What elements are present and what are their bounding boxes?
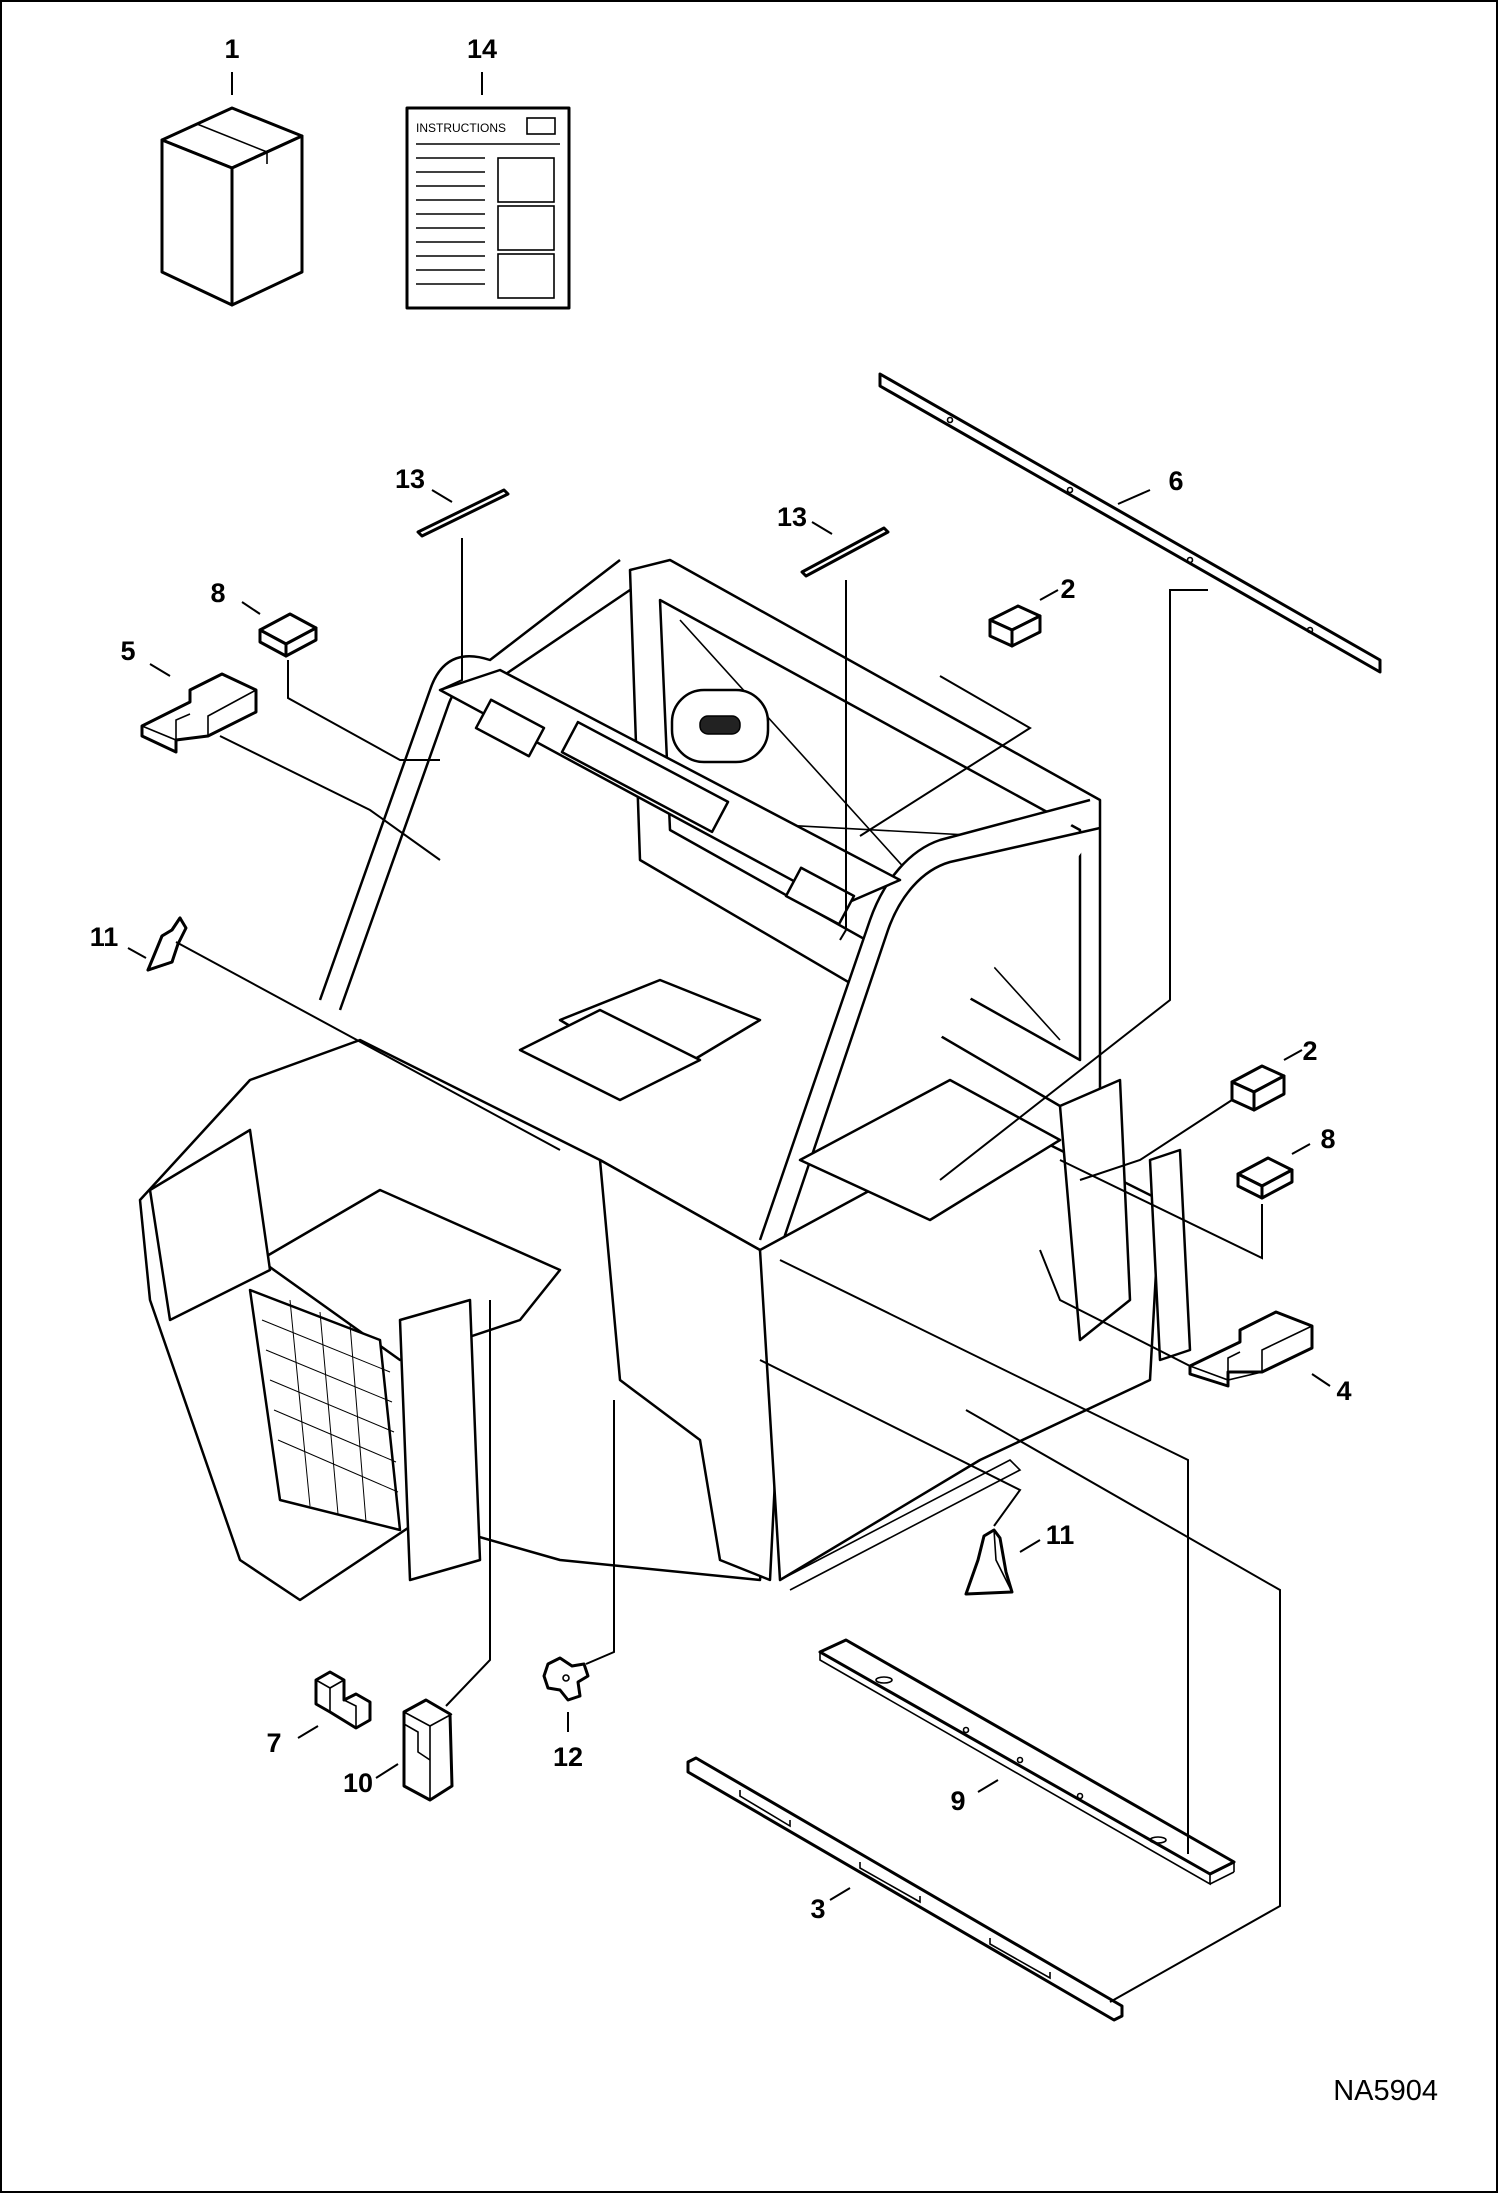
callout-11-upper: 11 xyxy=(90,922,119,952)
callout-1: 1 xyxy=(224,34,239,64)
callout-2-upper: 2 xyxy=(1060,574,1075,604)
callout-4: 4 xyxy=(1336,1376,1351,1406)
part-11-gusset-upper-icon xyxy=(146,916,188,972)
callout-2-right: 2 xyxy=(1302,1036,1317,1066)
callout-3: 3 xyxy=(810,1894,825,1924)
part-7-clip-icon xyxy=(314,1670,372,1730)
callout-13-left: 13 xyxy=(395,464,425,494)
part-10-block-icon xyxy=(402,1698,454,1802)
part-6-strip-icon xyxy=(878,372,1382,674)
part-8-block-right-icon xyxy=(1236,1156,1294,1200)
part-8-block-upper-icon xyxy=(258,612,318,658)
part-14-instructions-sheet-icon: INSTRUCTIONS xyxy=(405,106,571,310)
callout-14: 14 xyxy=(467,34,497,64)
leader-lines xyxy=(175,538,1281,2003)
callout-7: 7 xyxy=(266,1728,281,1758)
part-9-strip-icon xyxy=(818,1638,1236,1886)
drawing-code: NA5904 xyxy=(1333,2075,1438,2107)
part-1-box-icon xyxy=(160,106,304,307)
part-11-gusset-lower-icon xyxy=(964,1528,1014,1596)
part-4-bracket-icon xyxy=(1188,1310,1314,1388)
part-2-block-upper-icon xyxy=(988,604,1042,648)
callout-8-upper: 8 xyxy=(210,578,225,608)
callout-11-lower: 11 xyxy=(1046,1520,1075,1550)
callout-12: 12 xyxy=(553,1742,583,1772)
part-3-strip-icon xyxy=(686,1756,1124,2022)
vehicle-cab-frame-illustration xyxy=(138,558,1192,1602)
callout-13-center: 13 xyxy=(777,502,807,532)
callout-6: 6 xyxy=(1168,466,1183,496)
part-13-center-strip-icon xyxy=(800,526,890,578)
part-12-plate-icon xyxy=(542,1656,590,1702)
instructions-text: INSTRUCTIONS xyxy=(416,121,506,135)
part-5-bracket-icon xyxy=(140,672,258,754)
callout-8-right: 8 xyxy=(1320,1124,1335,1154)
part-13-left-strip-icon xyxy=(416,488,510,538)
callout-10: 10 xyxy=(343,1768,373,1798)
part-2-block-right-icon xyxy=(1230,1064,1286,1112)
callout-9: 9 xyxy=(950,1786,965,1816)
callout-5: 5 xyxy=(120,636,135,666)
